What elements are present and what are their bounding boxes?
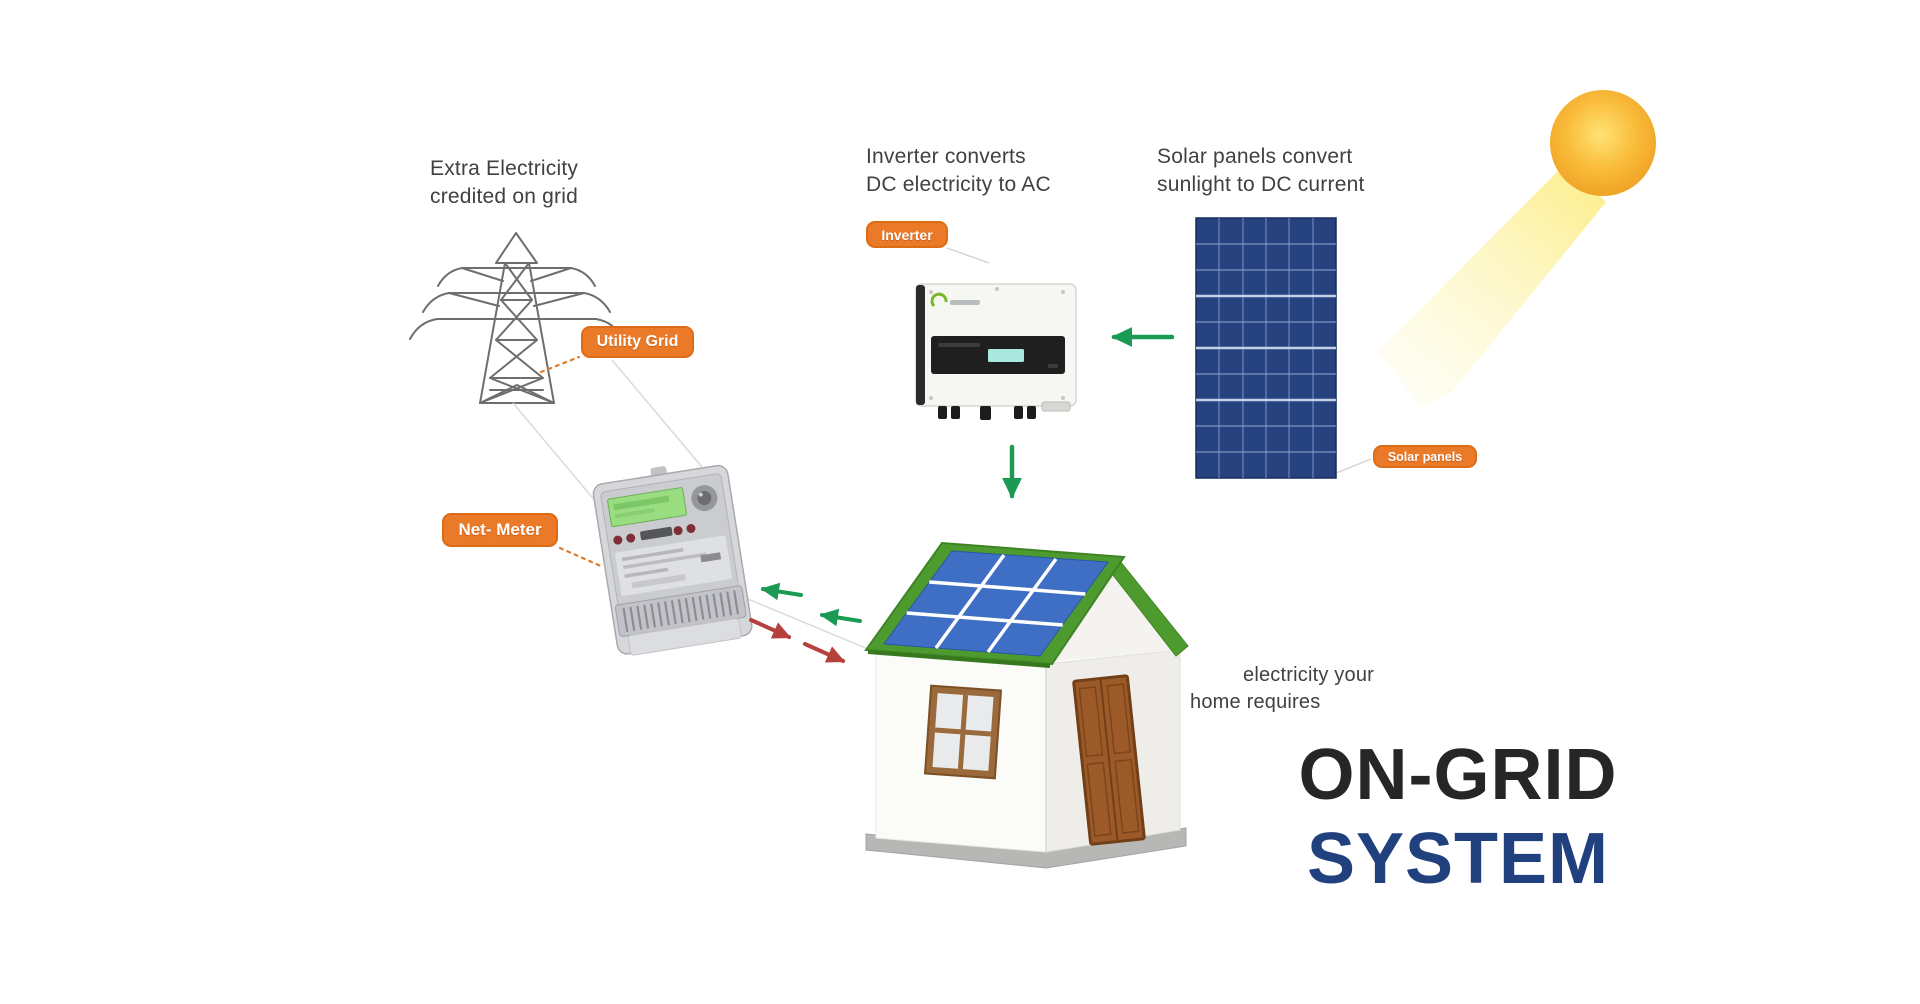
caption-line: electricity your xyxy=(1243,664,1375,686)
caption-inverter: Inverter converts DC electricity to AC xyxy=(866,143,1051,199)
house-illustration xyxy=(864,541,1189,869)
solar-panels-badge: Solar panels xyxy=(1373,445,1477,468)
inverter-illustration xyxy=(915,283,1077,420)
caption-home-electricity: electricity your home requires xyxy=(1190,662,1374,716)
net-meter-illustration xyxy=(592,464,753,656)
caption-line: Extra Electricity xyxy=(430,157,579,180)
flow-arrows xyxy=(749,327,1175,663)
arrow-meter-to-house-2 xyxy=(803,642,846,663)
caption-solar-panels: Solar panels convert sunlight to DC curr… xyxy=(1157,143,1365,199)
house-window xyxy=(923,684,1003,780)
utility-grid-badge: Utility Grid xyxy=(581,326,694,358)
leader-lines-dashed xyxy=(539,355,605,569)
house-door xyxy=(1072,674,1146,846)
arrow-house-to-meter-2 xyxy=(819,608,862,627)
caption-line: DC electricity to AC xyxy=(866,173,1051,196)
caption-line: sunlight to DC current xyxy=(1157,173,1365,196)
sun-beam xyxy=(1378,163,1606,407)
solar-panel-illustration xyxy=(1195,217,1337,479)
caption-line: home requires xyxy=(1190,691,1321,713)
diagram-title: ON-GRID SYSTEM xyxy=(1288,735,1628,899)
caption-line: Solar panels convert xyxy=(1157,145,1353,168)
inverter-display xyxy=(988,349,1024,362)
caption-line: credited on grid xyxy=(430,185,578,208)
title-line-2: SYSTEM xyxy=(1306,819,1610,899)
inverter-logo xyxy=(930,292,948,308)
arrow-house-to-meter-1 xyxy=(760,582,803,601)
inverter-badge: Inverter xyxy=(866,221,948,248)
transmission-tower-illustration xyxy=(409,232,624,404)
arrow-meter-to-house-1 xyxy=(749,618,792,639)
sun-icon xyxy=(1550,90,1656,196)
leader-lines xyxy=(946,247,1372,475)
net-meter-badge: Net- Meter xyxy=(442,513,558,547)
caption-line: Inverter converts xyxy=(866,145,1026,168)
caption-extra-electricity: Extra Electricity credited on grid xyxy=(430,155,578,211)
title-line-1: ON-GRID xyxy=(1298,735,1618,815)
